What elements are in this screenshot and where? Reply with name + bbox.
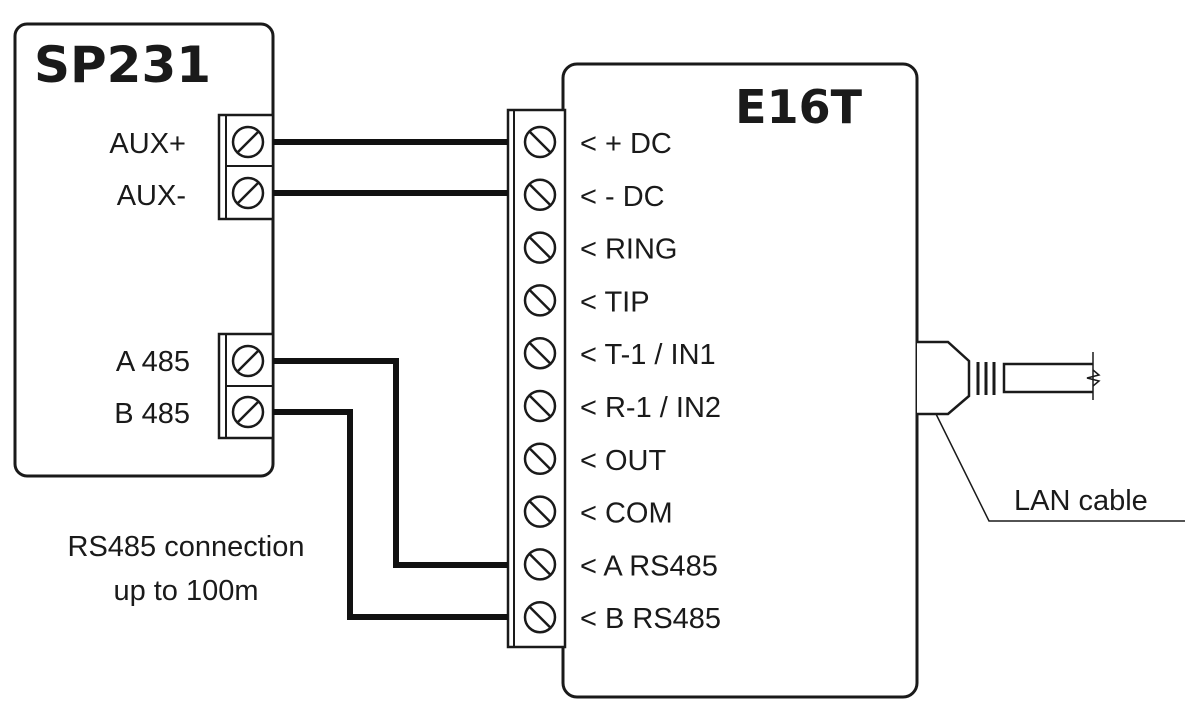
screw-icon [231,344,265,378]
e16t-terminal-label: < + DC [580,128,672,160]
lan-connector-icon [917,340,1101,416]
screw-icon [523,336,557,370]
rs485-note-line2: up to 100m [113,575,258,607]
sp231-device: SP231 AUX+ AUX- [13,22,275,478]
screw-icon [231,176,265,210]
e16t-terminal-label: < R-1 / IN2 [580,392,721,424]
wire-a485-to-a-rs485 [273,358,508,568]
wire-b485-to-b-rs485 [273,409,508,620]
terminal-label-aux-plus: AUX+ [109,128,186,160]
terminal-label-a485: A 485 [116,346,190,378]
e16t-terminal-strip [506,108,567,649]
rs485-note-line1: RS485 connection [68,531,305,563]
e16t-terminal-label: < B RS485 [580,603,721,635]
e16t-terminal-label: < TIP [580,286,650,318]
screw-icon [523,600,557,634]
sp231-aux-terminal-block [217,113,275,221]
cable-break-mark [1086,369,1101,387]
e16t-terminal-label: < - DC [580,181,665,213]
lan-cable-jacket [1002,362,1093,394]
screw-icon [523,284,557,317]
screw-icon [523,231,557,264]
e16t-title: E16T [735,80,862,134]
screw-icon [523,178,557,212]
screw-icon [523,125,557,159]
sp231-485-terminal-block [217,332,275,440]
e16t-terminal-label: < COM [580,498,673,530]
e16t-device: E16T < + DC < - DC < RING < TIP < T-1 / IN1 <… [506,62,919,699]
e16t-terminal-label: < T-1 / IN1 [580,339,716,371]
screw-icon [523,389,557,423]
terminal-label-b485: B 485 [114,398,190,430]
screw-icon [231,395,265,429]
screw-icon [523,442,557,476]
lan-cable-label: LAN cable [1014,485,1148,517]
wires [273,139,508,620]
e16t-terminal-label: < A RS485 [580,550,718,582]
screw-icon [523,548,557,581]
lan-callout-line [935,413,1185,522]
e16t-terminal-label: < RING [580,234,678,266]
sp231-title: SP231 [34,36,211,94]
sp231-body [13,22,275,478]
rj45-plug [917,340,971,416]
terminal-label-aux-minus: AUX- [117,180,186,212]
screw-icon [523,495,557,528]
screw-icon [231,125,265,159]
e16t-terminal-label: < OUT [580,445,666,477]
